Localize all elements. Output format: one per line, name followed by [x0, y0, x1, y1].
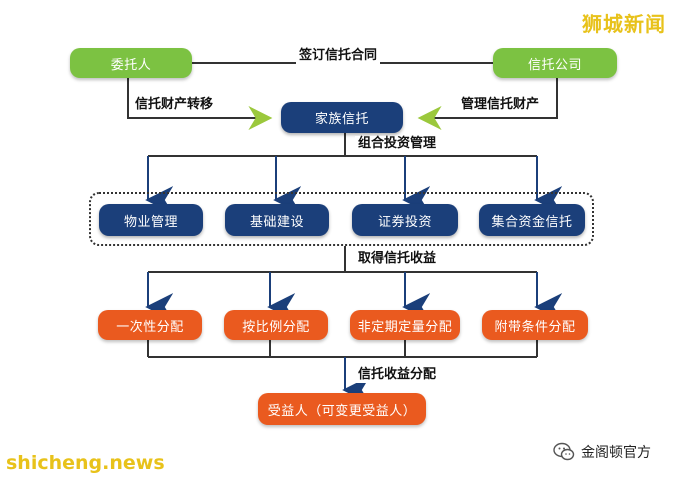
node-family-trust: 家族信托	[281, 102, 403, 133]
node-irregular-distribution: 非定期定量分配	[350, 310, 460, 340]
label-portfolio-management: 组合投资管理	[355, 136, 440, 152]
node-securities-investment: 证券投资	[352, 204, 458, 236]
node-collective-fund-trust: 集合资金信托	[479, 204, 585, 236]
watermark-bottom-right-text: 金阁顿官方	[581, 445, 651, 461]
label-manage-property: 管理信托财产	[458, 97, 543, 113]
wechat-icon	[553, 442, 575, 461]
label-transfer-property: 信托财产转移	[132, 97, 217, 113]
investment-group-box	[89, 192, 594, 246]
node-trust-company: 信托公司	[493, 48, 617, 78]
node-infrastructure: 基础建设	[225, 204, 329, 236]
watermark-bottom-left: shicheng.news	[6, 452, 165, 474]
label-distribute-income: 信托收益分配	[355, 367, 440, 383]
node-proportional-distribution: 按比例分配	[224, 310, 328, 340]
watermark-bottom-right: 金阁顿官方	[553, 442, 651, 462]
node-beneficiary: 受益人（可变更受益人）	[258, 393, 426, 425]
watermark-top-right: 狮城新闻	[582, 12, 666, 36]
label-obtain-income: 取得信托收益	[355, 251, 440, 267]
node-trustor: 委托人	[70, 48, 192, 78]
node-property-management: 物业管理	[99, 204, 203, 236]
node-one-time-distribution: 一次性分配	[98, 310, 202, 340]
edge-transfer-line	[127, 78, 273, 130]
node-conditional-distribution: 附带条件分配	[482, 310, 588, 340]
label-sign-contract: 签订信托合同	[296, 48, 381, 64]
edge-manage-line	[417, 78, 558, 130]
